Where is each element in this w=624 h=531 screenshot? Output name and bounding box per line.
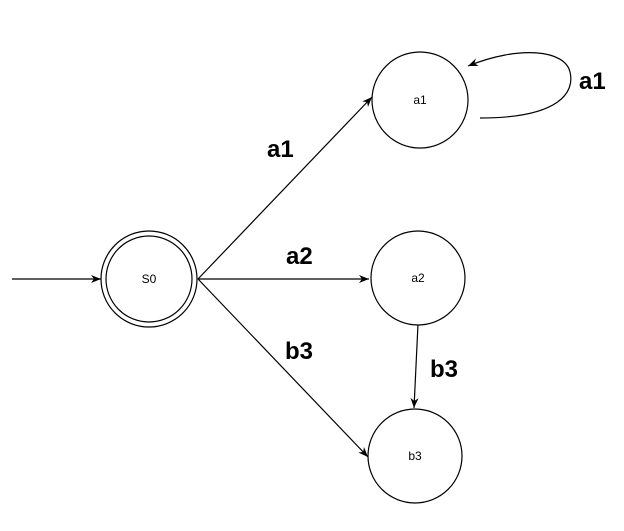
edge-s0-a2-label: a2 xyxy=(286,243,313,270)
state-b3-label: b3 xyxy=(408,449,422,463)
edge-s0-a1-label: a1 xyxy=(267,136,294,163)
state-s0-inner-ring xyxy=(105,235,193,323)
edge-s0-b3-label: b3 xyxy=(285,338,313,365)
state-a1-label: a1 xyxy=(413,93,427,107)
state-s0: S0 xyxy=(100,230,198,328)
edge-a2-to-b3 xyxy=(410,323,419,409)
state-s0-label: S0 xyxy=(142,272,157,286)
state-a2: a2 xyxy=(370,230,466,326)
state-b3: b3 xyxy=(367,408,463,504)
edge-a1-loop-label: a1 xyxy=(579,68,606,95)
edge-s0-to-a1 xyxy=(197,96,373,280)
state-b3-circle xyxy=(367,408,463,504)
edge-a1-self-loop xyxy=(467,52,572,119)
state-a2-label: a2 xyxy=(411,271,425,285)
state-a1-circle xyxy=(371,51,469,149)
edge-s0-to-b3 xyxy=(197,278,369,458)
state-a2-circle xyxy=(370,230,466,326)
edge-a2-b3-label: b3 xyxy=(430,356,458,383)
state-a1: a1 xyxy=(371,51,469,149)
